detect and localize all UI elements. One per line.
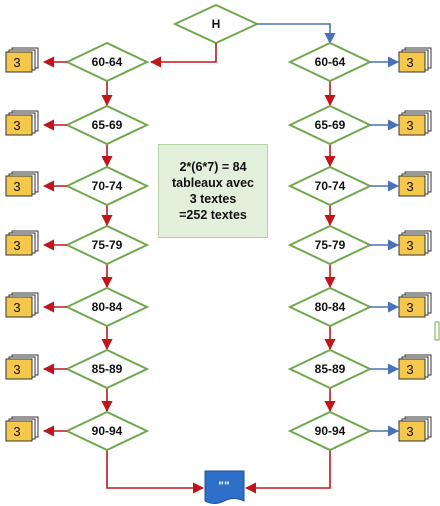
left-decision-label: 75-79 [92,238,123,252]
document-count-label: 3 [13,179,20,194]
document-sheet [5,175,33,197]
document-sheet [5,358,33,380]
h-to-right-connector [257,23,336,45]
document-stack-icon: 3 [5,354,39,380]
document-count-label: 3 [13,424,20,439]
left-decision-diamond [64,410,150,452]
left-decision-diamond [64,165,150,207]
right-decision-label: 65-69 [315,118,346,132]
right-to-output-connector [244,449,331,494]
document-sheet [398,175,426,197]
document-sheet [5,296,33,318]
left-decision-label: 80-84 [92,300,123,314]
document-count-label: 3 [406,424,413,439]
document-sheet [5,51,33,73]
document-stack-icon: 3 [5,110,39,136]
document-count-label: 3 [13,300,20,315]
left-decision-label: 90-94 [92,424,123,438]
output-document-label: "" [218,479,229,493]
left-decision-label: 60-64 [92,55,123,69]
left-decision-diamond [64,41,150,83]
top-decision-label: H [212,17,221,31]
right-decision-label: 90-94 [315,424,346,438]
h-to-left-connector [149,43,217,68]
right-decision-label: 80-84 [315,300,346,314]
document-sheet [398,420,426,442]
document-stack-icon: 3 [5,416,39,442]
document-stack-icon: 3 [398,292,432,318]
right-decision-label: 85-89 [315,362,346,376]
document-sheet [398,114,426,136]
edge-marker [434,321,440,341]
document-sheet [5,420,33,442]
document-stack-icon: 3 [398,47,432,73]
left-decision-label: 70-74 [92,179,123,193]
document-stack-icon: 3 [5,230,39,256]
right-decision-label: 60-64 [315,55,346,69]
document-stack-icon: 3 [398,110,432,136]
document-count-label: 3 [406,300,413,315]
document-stack-icon: 3 [398,354,432,380]
document-count-label: 3 [406,118,413,133]
left-decision-diamond [64,286,150,328]
document-stack-icon: 3 [5,292,39,318]
document-stack-icon: 3 [398,416,432,442]
document-count-label: 3 [406,238,413,253]
output-document-icon [204,470,245,504]
document-sheet [398,234,426,256]
left-decision-label: 65-69 [92,118,123,132]
document-sheet [5,114,33,136]
left-decision-label: 85-89 [92,362,123,376]
document-count-label: 3 [13,55,20,70]
document-stack-icon: 3 [5,171,39,197]
summary-note: 2*(6*7) = 84 tableaux avec 3 textes =252… [158,144,268,238]
note-line: 3 textes [189,192,237,206]
document-count-label: 3 [13,362,20,377]
left-to-output-connector [106,449,205,494]
document-count-label: 3 [406,55,413,70]
document-sheet [398,296,426,318]
left-decision-diamond [64,348,150,390]
document-count-label: 3 [406,179,413,194]
right-decision-label: 70-74 [315,179,346,193]
note-line: =252 textes [179,208,247,222]
document-sheet [398,51,426,73]
document-count-label: 3 [13,238,20,253]
left-decision-diamond [64,224,150,266]
left-decision-diamond [64,104,150,146]
document-sheet [5,234,33,256]
document-count-label: 3 [13,118,20,133]
right-decision-label: 75-79 [315,238,346,252]
document-stack-icon: 3 [5,47,39,73]
document-count-label: 3 [406,362,413,377]
document-sheet [398,358,426,380]
note-line: 2*(6*7) = 84 [179,160,247,174]
note-line: tableaux avec [172,176,254,190]
document-stack-icon: 3 [398,230,432,256]
document-stack-icon: 3 [398,171,432,197]
